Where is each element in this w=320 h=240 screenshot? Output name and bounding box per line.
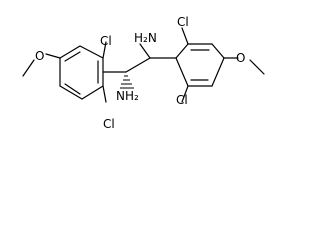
bond-left-ring-2	[79, 45, 104, 59]
bonds	[22, 27, 265, 103]
bond-left-ring-inner-1	[64, 51, 81, 62]
bond-cl-left-top	[102, 41, 107, 59]
bond-cl-right-bottom	[181, 85, 189, 103]
structure-canvas: O Cl Cl H₂N NH₂ Cl Cl O	[22, 15, 265, 131]
bond-left-ring-4	[81, 85, 104, 100]
bond-right-ring-6	[175, 57, 189, 87]
chemical-structure: O Cl Cl H₂N NH₂ Cl Cl O	[22, 15, 265, 131]
bond-cl-left-bottom	[102, 85, 107, 103]
bond-o-ring-left	[45, 53, 61, 59]
label-cl-left-bottom: Cl	[103, 117, 115, 131]
bond-left-ring-5	[59, 85, 83, 100]
bond-left-ring-inner-3	[64, 83, 81, 95]
bond-methyl-o-left	[22, 59, 35, 77]
label-cl-left-top: Cl	[100, 34, 112, 48]
bond-right-ring-1	[175, 43, 189, 59]
label-nh2-bottom: NH₂	[116, 89, 139, 103]
label-cl-right-bottom: Cl	[176, 93, 188, 107]
bond-methyl-o-right	[249, 59, 265, 75]
bond-right-ring-4	[211, 57, 225, 87]
bond-right-ring-3	[211, 43, 225, 59]
bond-c2-nh2	[139, 43, 151, 59]
label-cl-right-top: Cl	[177, 15, 189, 29]
label-o-left: O	[35, 49, 44, 63]
bond-cl-right-top	[181, 27, 189, 45]
hashed-bond-nh2-bottom	[120, 75, 134, 89]
label-nh2-top: H₂N	[134, 31, 157, 45]
bond-left-ring-1	[59, 45, 81, 59]
bond-c1-c2	[125, 57, 151, 73]
label-o-right: O	[236, 51, 245, 65]
